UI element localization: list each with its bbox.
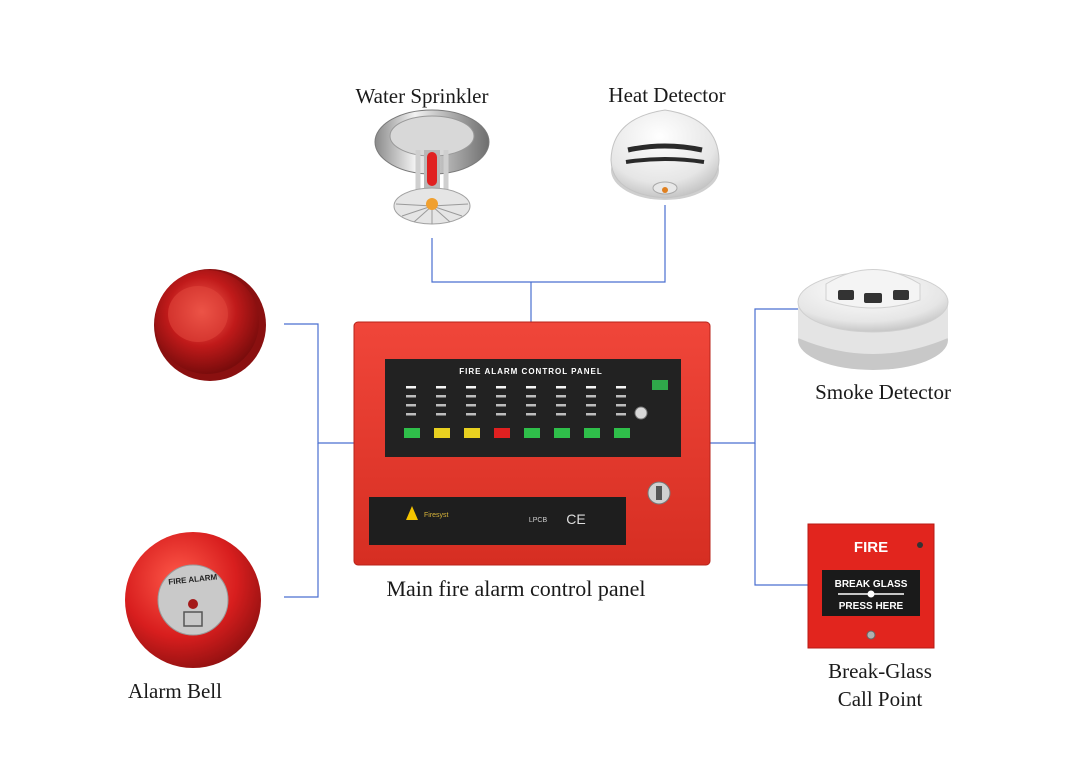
break-glass-label-line1: Break-Glass — [828, 659, 932, 683]
zone-led — [526, 395, 536, 398]
zone-led — [436, 395, 446, 398]
zone-led — [406, 404, 416, 407]
zone-led — [466, 413, 476, 416]
panel-display-title: FIRE ALARM CONTROL PANEL — [459, 367, 602, 376]
panel-display — [385, 359, 681, 457]
sprinkler-line — [431, 238, 531, 283]
zone-led — [586, 386, 596, 389]
zone-led — [436, 386, 446, 389]
heat-detector-icon — [610, 109, 720, 200]
strobe-light-icon — [154, 269, 266, 381]
panel-lpcb-logo: LPCB — [529, 517, 548, 524]
zone-button — [494, 428, 510, 438]
break-glass-label-line2: Call Point — [838, 687, 923, 711]
zone-led — [556, 404, 566, 407]
zone-led — [496, 404, 506, 407]
zone-led — [556, 395, 566, 398]
zone-button — [524, 428, 540, 438]
panel-brand-text: Firesyst — [424, 512, 449, 519]
break-glass-face-line1: BREAK GLASS — [835, 579, 908, 590]
heat-detector-line — [531, 205, 666, 283]
alarm-bell-icon — [125, 532, 261, 668]
zone-led — [526, 386, 536, 389]
panel-ce-mark: CE — [566, 511, 585, 527]
zone-led — [406, 395, 416, 398]
zone-button — [464, 428, 480, 438]
zone-led — [406, 386, 416, 389]
bell-line — [284, 443, 319, 598]
water-sprinkler-icon — [374, 109, 490, 225]
panel-brand-plate — [369, 497, 626, 545]
zone-button — [404, 428, 420, 438]
zone-led — [436, 413, 446, 416]
alarm-bell-label: Alarm Bell — [128, 679, 222, 703]
zone-led — [436, 404, 446, 407]
heat-detector-label: Heat Detector — [608, 83, 725, 107]
zone-button — [584, 428, 600, 438]
smoke-detector-line — [710, 308, 800, 444]
zone-led — [526, 413, 536, 416]
zone-led — [586, 395, 596, 398]
smoke-detector-icon — [797, 269, 949, 370]
break-glass-face-title: FIRE — [854, 539, 888, 556]
zone-led — [616, 413, 626, 416]
zone-led — [616, 386, 626, 389]
zone-led — [556, 413, 566, 416]
zone-led — [466, 395, 476, 398]
zone-led — [526, 404, 536, 407]
strobe-line — [284, 323, 354, 444]
smoke-detector-label: Smoke Detector — [815, 380, 951, 404]
connection-lines — [284, 205, 808, 598]
water-sprinkler-label: Water Sprinkler — [355, 84, 488, 108]
zone-led — [556, 386, 566, 389]
zone-led — [496, 413, 506, 416]
zone-led — [496, 386, 506, 389]
break-glass-icon — [807, 523, 935, 649]
control-panel — [353, 321, 711, 566]
zone-led — [496, 395, 506, 398]
zone-button — [434, 428, 450, 438]
zone-led — [466, 386, 476, 389]
zone-led — [406, 413, 416, 416]
zone-button — [614, 428, 630, 438]
zone-led — [586, 404, 596, 407]
zone-led — [616, 404, 626, 407]
zone-led — [586, 413, 596, 416]
control-panel-label: Main fire alarm control panel — [386, 576, 645, 601]
break-glass-line — [754, 443, 808, 586]
zone-led — [616, 395, 626, 398]
break-glass-face-line2: PRESS HERE — [839, 601, 904, 612]
zone-button — [554, 428, 570, 438]
zone-led — [466, 404, 476, 407]
panel-zone-indicators — [404, 386, 630, 438]
